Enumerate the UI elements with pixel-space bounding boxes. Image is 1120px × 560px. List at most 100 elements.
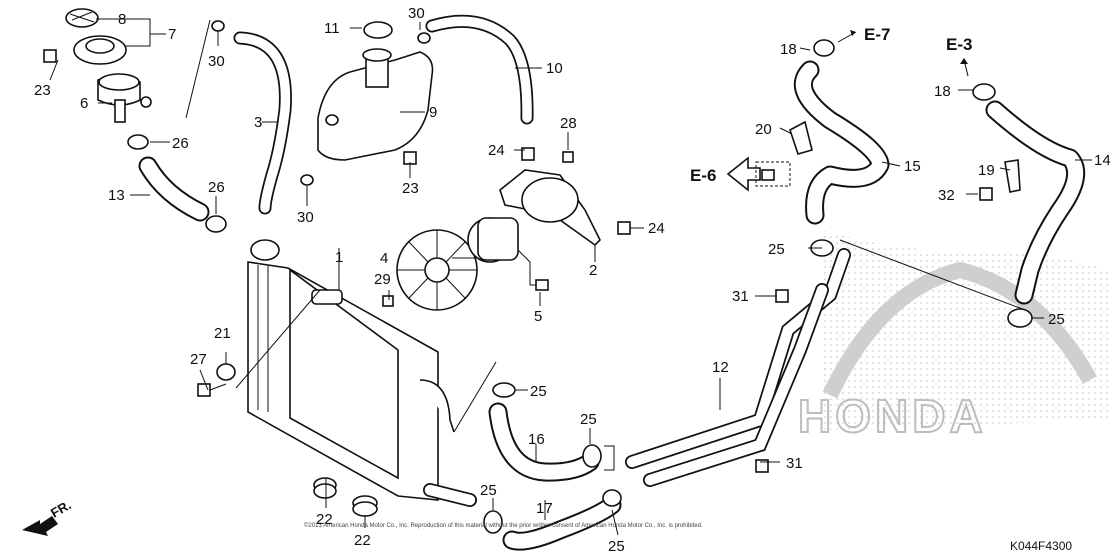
- callout-7: 7: [168, 26, 176, 43]
- callout-22-lower: 22: [354, 532, 371, 549]
- callout-18-right: 18: [934, 83, 951, 100]
- bolt-27: [197, 383, 227, 397]
- callout-25-c: 25: [480, 482, 497, 499]
- callout-25-a: 25: [530, 383, 547, 400]
- callout-4: 4: [380, 250, 388, 267]
- hose-stay-20: [789, 120, 813, 155]
- ref-e6: E-6: [690, 166, 716, 185]
- bolt-23-left: [43, 49, 57, 63]
- hose-clamp-25-c: [483, 510, 503, 534]
- callout-31-upper: 31: [732, 288, 749, 305]
- watermark-text: HONDA: [798, 390, 987, 442]
- bolt-32: [979, 187, 993, 201]
- hose-clamp-25-f: [1007, 308, 1033, 328]
- hose-clamp-26-upper: [127, 134, 149, 150]
- callout-8: 8: [118, 11, 126, 28]
- ref-e7: E-7: [864, 25, 890, 44]
- hose-17: [502, 495, 622, 551]
- callout-labels: 1 2 3 4 5 6 7 8 9 10 11 12 13 14 15 16 1…: [34, 5, 1111, 555]
- e3-arrowhead: [960, 58, 968, 64]
- hose-clip-19: [1004, 159, 1021, 193]
- bolt-31-upper: [775, 289, 789, 303]
- callout-10: 10: [546, 60, 563, 77]
- e6-box: [755, 161, 791, 187]
- callout-18-left: 18: [780, 41, 797, 58]
- callout-29: 29: [374, 271, 391, 288]
- callout-31-lower: 31: [786, 455, 803, 472]
- catalog-code: K044F4300: [1010, 539, 1072, 553]
- clip-30-b: [417, 32, 431, 44]
- front-marker: FR.: [22, 497, 74, 536]
- hose-16: [488, 402, 600, 482]
- hose-13: [138, 156, 210, 222]
- callout-25-f: 25: [1048, 311, 1065, 328]
- hose-3: [233, 31, 292, 215]
- bolt-24-upper: [521, 147, 535, 161]
- fan-shroud: [499, 169, 601, 247]
- callout-26-lower: 26: [208, 179, 225, 196]
- callout-1: 1: [335, 249, 343, 266]
- hose-clamp-25-b: [582, 444, 602, 468]
- callout-14: 14: [1094, 152, 1111, 169]
- nut-28: [562, 151, 574, 163]
- callout-23-tank: 23: [402, 180, 419, 197]
- callout-17: 17: [536, 500, 553, 517]
- callout-15: 15: [904, 158, 921, 175]
- hose-15: [793, 60, 890, 225]
- callout-16: 16: [528, 431, 545, 448]
- hose-clamp-25-d: [602, 489, 622, 507]
- clip-30-a: [211, 20, 225, 32]
- callout-30-b: 30: [408, 5, 425, 22]
- reserve-tank: [317, 48, 434, 161]
- hose-clamp-25-a: [492, 382, 516, 398]
- e7-arrowhead: [850, 30, 856, 36]
- callout-9: 9: [429, 104, 437, 121]
- bolt-24-lower: [617, 221, 631, 235]
- grommet-22-upper: [313, 477, 337, 499]
- bolt-31-lower: [755, 459, 769, 473]
- callout-28: 28: [560, 115, 577, 132]
- hose-clamp-18-left: [813, 39, 835, 57]
- e6-bolt: [761, 169, 775, 181]
- callout-30-c: 30: [297, 209, 314, 226]
- clip-30-c: [300, 174, 314, 186]
- fan-motor: [467, 217, 549, 291]
- hose-clamp-18-right: [972, 83, 996, 101]
- radiator: [247, 239, 477, 507]
- nut-29: [382, 295, 394, 307]
- callout-3: 3: [254, 114, 262, 131]
- copyright-text: ©2013 American Honda Motor Co., Inc. Rep…: [304, 522, 703, 529]
- callout-24-upper: 24: [488, 142, 505, 159]
- callout-11: 11: [324, 20, 340, 37]
- callout-25-d: 25: [608, 538, 625, 555]
- callout-26-upper: 26: [172, 135, 189, 152]
- hose-10: [425, 14, 534, 125]
- e6-arrow: [726, 156, 761, 192]
- ref-e3: E-3: [946, 35, 972, 54]
- leader-lines: [49, 18, 1092, 536]
- cooling-fan: [396, 229, 478, 311]
- callout-22-upper: 22: [316, 511, 333, 528]
- callout-32: 32: [938, 187, 955, 204]
- filler-cap-assembly: [65, 8, 152, 123]
- callout-5: 5: [534, 308, 542, 325]
- callout-13: 13: [108, 187, 125, 204]
- callout-25-b: 25: [580, 411, 597, 428]
- callout-30-a: 30: [208, 53, 225, 70]
- callout-12: 12: [712, 359, 729, 376]
- callout-21: 21: [214, 325, 231, 342]
- callout-25-e: 25: [768, 241, 785, 258]
- callout-6: 6: [80, 95, 88, 112]
- callout-24-lower: 24: [648, 220, 665, 237]
- hose-clamp-26-lower: [205, 215, 227, 233]
- grommet-22-lower: [352, 495, 378, 517]
- callout-27: 27: [190, 351, 207, 368]
- honda-watermark: HONDA: [797, 230, 1110, 443]
- hose-14: [985, 100, 1086, 305]
- water-pipe-12: [625, 248, 851, 487]
- callout-23-left: 23: [34, 82, 51, 99]
- collar-21: [216, 363, 236, 381]
- callout-2: 2: [589, 262, 597, 279]
- callout-19: 19: [978, 162, 995, 179]
